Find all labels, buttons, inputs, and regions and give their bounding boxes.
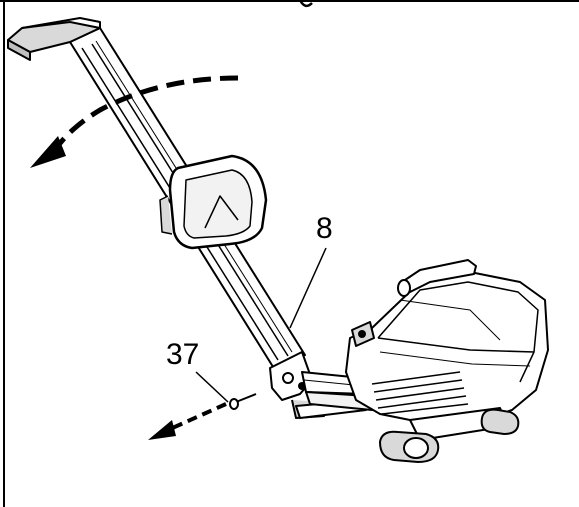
- dashed-arrow-icon: [148, 402, 227, 440]
- curved-dashed-arrow-icon: [30, 75, 239, 168]
- callout-part-8: 8: [316, 212, 333, 245]
- front-stabilizer: [379, 407, 520, 463]
- leader-lines: [195, 247, 327, 403]
- seat: [159, 154, 268, 250]
- handle-bar: [401, 259, 477, 293]
- pin-part: [229, 393, 257, 410]
- vent-slats: [371, 371, 469, 415]
- callout-part-37: 37: [166, 338, 199, 371]
- cropped-label-fragment: [298, 0, 313, 8]
- flywheel-housing: [345, 259, 549, 425]
